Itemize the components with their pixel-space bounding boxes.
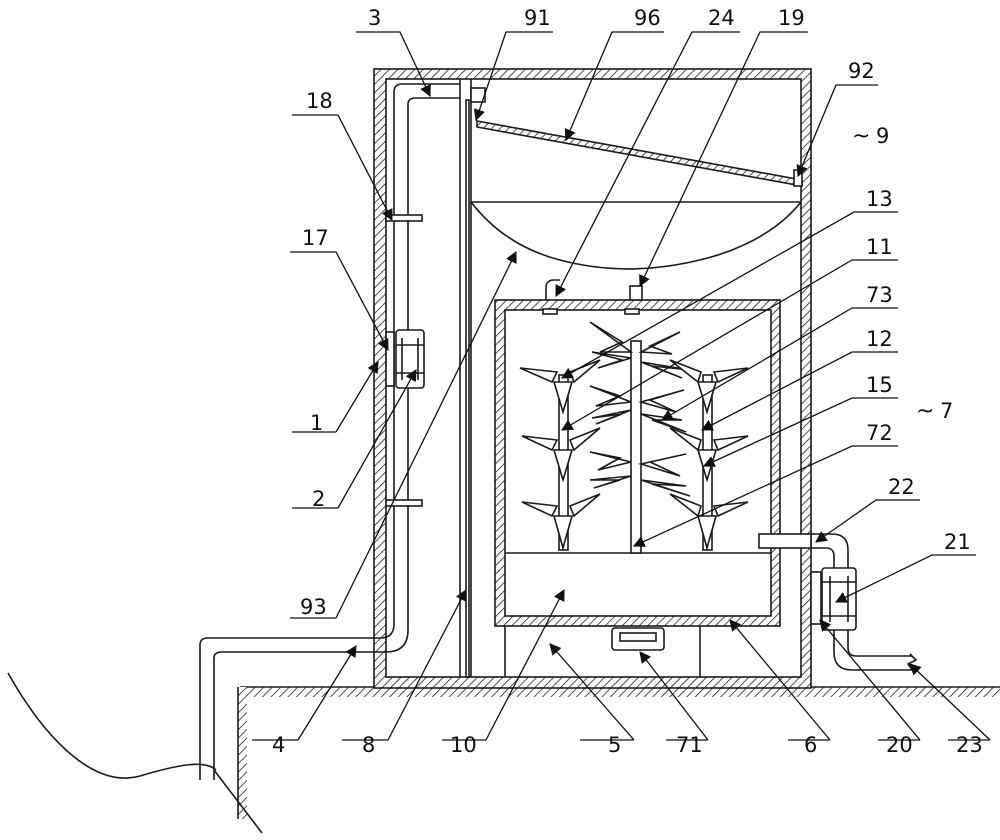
label-17: 17 (302, 226, 329, 250)
tilde-7: ~ (916, 399, 934, 424)
label-24: 24 (708, 6, 735, 30)
vertical-shaft (459, 79, 472, 678)
tank-supports (504, 626, 701, 677)
label-23: 23 (956, 733, 983, 757)
inner-tank (494, 299, 781, 627)
label-72: 72 (866, 421, 893, 445)
label-10: 10 (450, 733, 477, 757)
label-96: 96 (634, 6, 661, 30)
central-shaft (630, 340, 642, 554)
label-4: 4 (272, 733, 285, 757)
label-2: 2 (312, 487, 325, 511)
motor-71 (611, 627, 665, 651)
inclined-screen (470, 87, 803, 187)
pump-2 (385, 329, 425, 389)
label-22: 22 (888, 475, 915, 499)
label-12: 12 (866, 327, 893, 351)
label-92: 92 (848, 59, 875, 83)
leader-lines (252, 31, 991, 741)
label-20: 20 (886, 733, 913, 757)
inlet-pipe (199, 83, 460, 780)
well-pit (7, 672, 263, 834)
label-93: 93 (300, 595, 327, 619)
label-8: 8 (362, 733, 375, 757)
pump-21 (810, 567, 857, 631)
reference-numerals: 3 91 96 24 19 92 ~ 9 18 17 13 11 73 12 1… (272, 6, 983, 757)
label-6: 6 (804, 733, 817, 757)
label-21: 21 (944, 530, 971, 554)
label-13: 13 (866, 187, 893, 211)
label-1: 1 (310, 411, 323, 435)
tilde-9: ~ (852, 124, 870, 149)
label-15: 15 (866, 373, 893, 397)
outer-housing (373, 68, 812, 689)
label-7: 7 (940, 399, 953, 423)
nozzles (545, 279, 643, 301)
label-11: 11 (866, 235, 893, 259)
label-18: 18 (306, 89, 333, 113)
label-91: 91 (524, 6, 551, 30)
label-5: 5 (608, 733, 621, 757)
collecting-bowl (470, 201, 802, 270)
label-19: 19 (778, 6, 805, 30)
label-9: 9 (876, 124, 889, 148)
left-agitator (519, 359, 601, 551)
label-73: 73 (866, 283, 893, 307)
label-71: 71 (676, 733, 703, 757)
label-3: 3 (368, 6, 381, 30)
